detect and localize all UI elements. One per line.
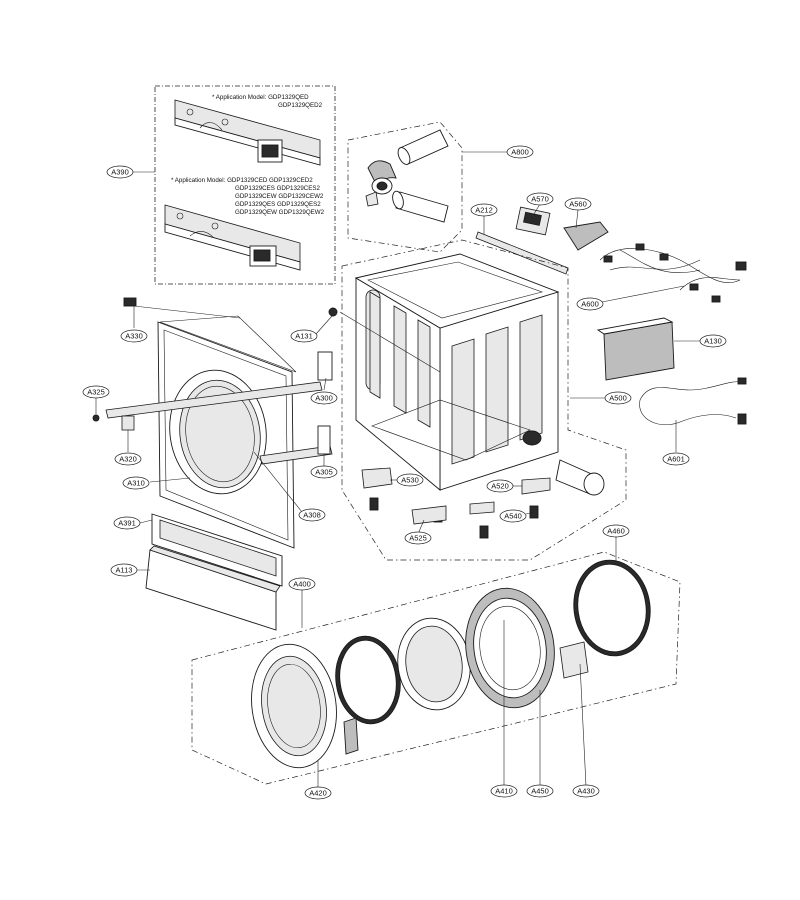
callout-label: A130 <box>704 337 722 346</box>
door-hinge-a430 <box>559 641 589 679</box>
callout-label: A330 <box>125 332 143 341</box>
callout-a600: A600 <box>576 297 604 311</box>
callout-a570: A570 <box>526 192 554 206</box>
callout-label: A430 <box>577 787 595 796</box>
control-bracket-upper <box>174 99 321 166</box>
callout-label: A500 <box>609 394 627 403</box>
callout-a601: A601 <box>662 452 690 466</box>
control-panel-a113 <box>145 545 281 631</box>
callout-a460: A460 <box>602 524 630 538</box>
callout-a400: A400 <box>288 577 316 591</box>
inset-box: * Application Model: GDP1329QED GDP1329Q… <box>154 85 336 285</box>
duct-elbow <box>367 160 397 195</box>
callout-label: A310 <box>127 479 145 488</box>
callout-label: A308 <box>303 511 321 520</box>
callout-a450: A450 <box>526 784 554 798</box>
callout-label: A450 <box>531 787 549 796</box>
callout-a325: A325 <box>82 385 110 399</box>
callout-label: A520 <box>491 482 509 491</box>
callout-a560: A560 <box>564 197 592 211</box>
callout-label: A460 <box>607 527 625 536</box>
cabinet-a500 <box>328 239 627 561</box>
callout-label: A391 <box>118 519 136 528</box>
callout-a391: A391 <box>113 516 141 530</box>
duct-hose-upper <box>397 129 449 165</box>
callout-label: A305 <box>315 468 333 477</box>
callout-label: A410 <box>495 787 513 796</box>
door-ring-a460 <box>573 559 651 657</box>
callout-a420: A420 <box>304 786 332 800</box>
door-assembly-box <box>191 551 681 785</box>
callout-label: A530 <box>401 476 419 485</box>
callout-a530: A530 <box>396 473 424 487</box>
control-bracket-a391 <box>151 513 283 587</box>
note-2-model: GDP1329CES GDP1329CES2 <box>235 185 321 192</box>
callout-label: A113 <box>116 566 133 575</box>
duct-hose-lower <box>392 190 449 223</box>
callout-label: A525 <box>409 534 427 543</box>
callout-a500: A500 <box>604 391 632 405</box>
callout-label: A400 <box>293 580 311 589</box>
door-gasket <box>335 635 401 725</box>
callout-label: A300 <box>315 394 333 403</box>
door-ring-a420 <box>251 643 337 769</box>
callout-a410: A410 <box>490 784 518 798</box>
callout-label: A800 <box>511 148 529 157</box>
control-bracket-lower <box>164 204 301 271</box>
part-a130 <box>596 317 675 381</box>
callout-label: A212 <box>475 206 493 215</box>
door-frame-a450 <box>465 587 555 709</box>
callout-a130: A130 <box>699 334 727 348</box>
callout-a800: A800 <box>506 145 534 159</box>
callout-label: A390 <box>111 168 129 177</box>
callout-label: A320 <box>119 455 137 464</box>
wire-harness-a600 <box>599 243 747 303</box>
note-2-model: GDP1329CEW GDP1329CEW2 <box>235 193 324 200</box>
callout-label: A540 <box>504 512 522 521</box>
application-note-1: * Application Model: GDP1329QED GDP1329Q… <box>212 94 323 109</box>
application-note-2: * Application Model: GDP1329CED GDP1329C… <box>171 177 325 216</box>
callout-a540: A540 <box>499 509 527 523</box>
front-panel-a310 <box>92 297 333 549</box>
bracket-a212 <box>475 231 569 275</box>
callout-a131: A131 <box>290 329 318 343</box>
note-2-title: * Application Model: GDP1329CED GDP1329C… <box>171 177 313 184</box>
callout-a305: A305 <box>310 465 338 479</box>
callout-a300: A300 <box>310 391 338 405</box>
note-1-title: * Application Model: GDP1329QED <box>212 94 309 101</box>
callout-a320: A320 <box>114 452 142 466</box>
callout-label: A420 <box>309 789 327 798</box>
part-a570 <box>515 206 551 236</box>
part-a560 <box>563 221 609 251</box>
callout-label: A570 <box>531 195 549 204</box>
callout-label: A325 <box>87 388 105 397</box>
callout-a212: A212 <box>470 203 498 217</box>
note-2-model: GDP1329QEW GDP1329QEW2 <box>235 209 325 216</box>
door-glass <box>397 617 471 711</box>
callout-a520: A520 <box>486 479 514 493</box>
callout-label: A131 <box>295 332 313 341</box>
door-handle <box>343 717 359 755</box>
leader-lines <box>95 151 700 788</box>
callout-label: A600 <box>581 300 599 309</box>
callout-a390: A390 <box>106 165 134 179</box>
callout-a113: A113 <box>110 563 138 577</box>
note-2-model: GDP1329QES GDP1329QES2 <box>235 201 321 208</box>
callout-label: A560 <box>569 200 587 209</box>
callout-a308: A308 <box>298 508 326 522</box>
callout-a430: A430 <box>572 784 600 798</box>
callout-a310: A310 <box>122 476 150 490</box>
duct-assembly-box <box>347 121 463 253</box>
note-1-model: GDP1329QED2 <box>278 102 323 109</box>
callout-a525: A525 <box>404 531 432 545</box>
callout-a330: A330 <box>120 329 148 343</box>
power-cord-a601 <box>639 377 747 426</box>
callout-label: A601 <box>667 455 685 464</box>
